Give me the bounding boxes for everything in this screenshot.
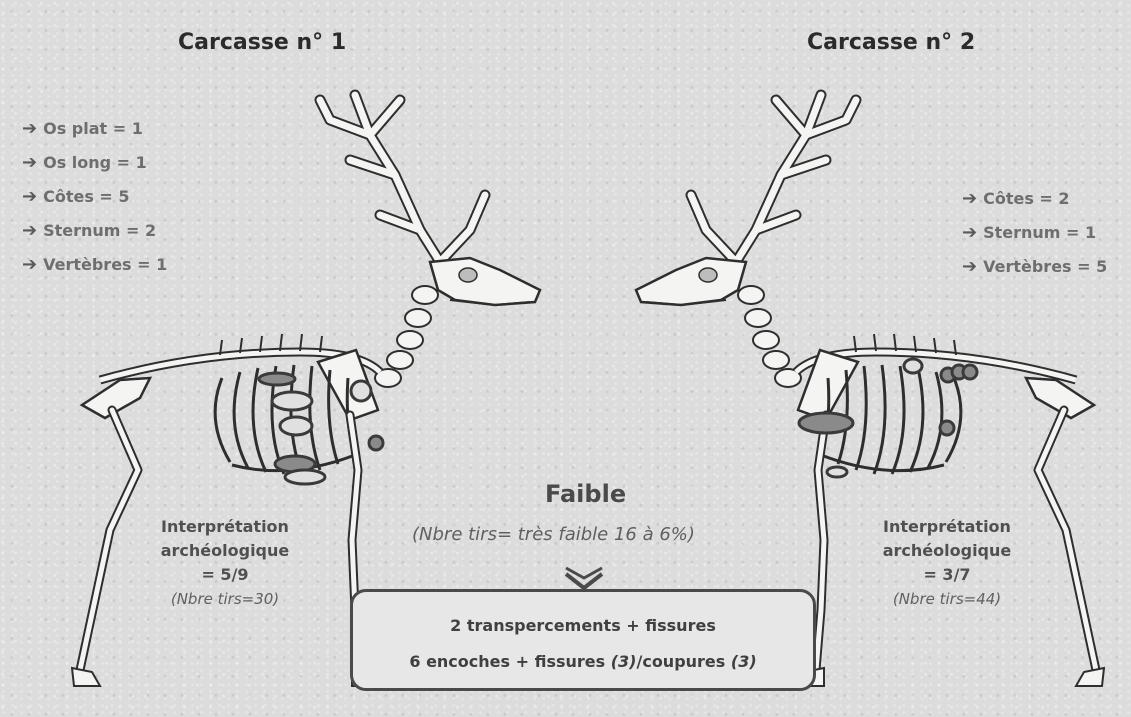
shots-count: (Nbre tirs=44) (852, 587, 1042, 611)
summary-subtitle: (Nbre tirs= très faible 16 à 6%) (412, 524, 695, 545)
impact-marker (369, 436, 383, 450)
impact-marker (280, 417, 312, 435)
impact-marker (904, 359, 922, 373)
down-chevron-icon (566, 574, 602, 588)
result-text: 6 encoches + fissures (409, 652, 610, 671)
list-item-label: Côtes = 2 (983, 189, 1069, 208)
interpretation-line: archéologique (852, 539, 1042, 563)
impact-marker (940, 421, 954, 435)
arrow-right-icon: ➔ (962, 256, 977, 277)
result-count: (3) (611, 652, 637, 671)
result-count: (3) (731, 652, 757, 671)
list-item-label: Côtes = 5 (43, 187, 129, 206)
arrow-right-icon: ➔ (22, 118, 37, 139)
summary-heading: Faible (545, 480, 626, 508)
impact-marker (285, 470, 325, 484)
result-line-2: 6 encoches + fissures (3)/coupures (3) (353, 652, 813, 671)
interpretation-line: Interprétation (130, 515, 320, 539)
carcass-1-interpretation: Interprétation archéologique = 5/9 (Nbre… (130, 515, 320, 611)
list-item-label: Vertèbres = 5 (983, 257, 1107, 276)
impact-marker (272, 392, 312, 410)
list-item: ➔ Os long = 1 (22, 150, 167, 184)
arrow-right-icon: ➔ (962, 188, 977, 209)
list-item-label: Sternum = 1 (983, 223, 1096, 242)
list-item-label: Os long = 1 (43, 153, 147, 172)
list-item-label: Os plat = 1 (43, 119, 143, 138)
shots-count: (Nbre tirs=30) (130, 587, 320, 611)
interpretation-line: archéologique (130, 539, 320, 563)
interpretation-score: = 5/9 (130, 563, 320, 587)
list-item: ➔ Sternum = 1 (962, 220, 1107, 254)
result-box: 2 transpercements + fissures 6 encoches … (350, 589, 816, 691)
list-item: ➔ Côtes = 5 (22, 184, 167, 218)
list-item: ➔ Os plat = 1 (22, 116, 167, 150)
arrow-right-icon: ➔ (22, 186, 37, 207)
list-item: ➔ Côtes = 2 (962, 186, 1107, 220)
list-item-label: Sternum = 2 (43, 221, 156, 240)
carcass-2-bone-list: ➔ Côtes = 2 ➔ Sternum = 1 ➔ Vertèbres = 5 (962, 186, 1107, 288)
list-item-label: Vertèbres = 1 (43, 255, 167, 274)
arrow-right-icon: ➔ (22, 220, 37, 241)
interpretation-line: Interprétation (852, 515, 1042, 539)
arrow-right-icon: ➔ (22, 152, 37, 173)
carcass-1-title: Carcasse n° 1 (178, 30, 346, 55)
arrow-right-icon: ➔ (962, 222, 977, 243)
list-item: ➔ Vertèbres = 5 (962, 254, 1107, 288)
carcass-2-title: Carcasse n° 2 (807, 30, 975, 55)
impact-marker (351, 381, 371, 401)
result-line-1: 2 transpercements + fissures (353, 616, 813, 635)
impact-marker (799, 413, 853, 433)
carcass-2-interpretation: Interprétation archéologique = 3/7 (Nbre… (852, 515, 1042, 611)
result-text: /coupures (636, 652, 730, 671)
list-item: ➔ Vertèbres = 1 (22, 252, 167, 286)
list-item: ➔ Sternum = 2 (22, 218, 167, 252)
interpretation-score: = 3/7 (852, 563, 1042, 587)
arrow-right-icon: ➔ (22, 254, 37, 275)
impact-marker (963, 365, 977, 379)
carcass-1-bone-list: ➔ Os plat = 1 ➔ Os long = 1 ➔ Côtes = 5 ➔ St… (22, 116, 167, 286)
impact-marker (259, 373, 295, 385)
impact-marker (827, 467, 847, 477)
